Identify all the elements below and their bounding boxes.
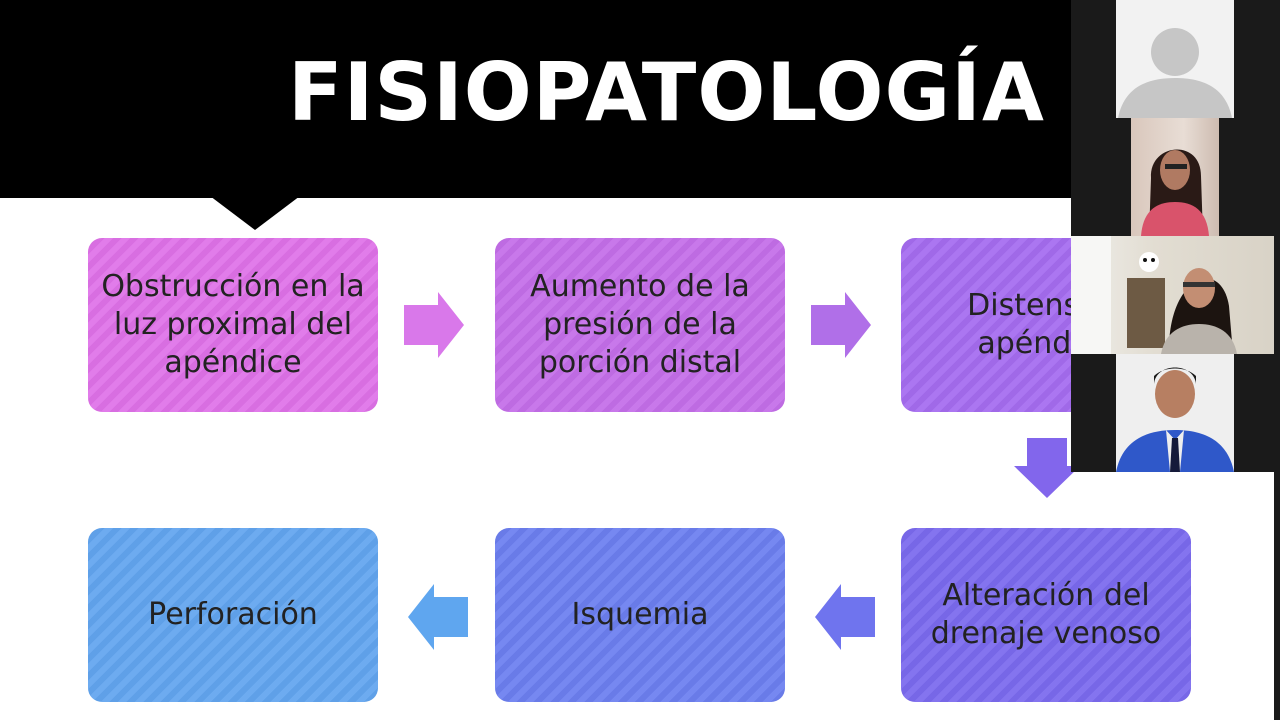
arrow-left-icon — [815, 584, 875, 650]
step-label: Perforación — [148, 597, 318, 632]
participant-video-1[interactable] — [1131, 118, 1219, 236]
arrow-left-icon — [408, 584, 468, 650]
step-perforacion: Perforación — [88, 528, 378, 702]
participant-video-3[interactable] — [1116, 354, 1234, 472]
screen-edge — [1274, 0, 1280, 720]
step-label: Isquemia — [571, 597, 709, 632]
title-banner — [0, 0, 1280, 198]
participant-video-2[interactable] — [1071, 236, 1280, 354]
slide-title: FISIOPATOLOGÍA — [288, 46, 1045, 139]
person-silhouette-icon — [1141, 149, 1209, 236]
step-alteracion-drenaje: Alteración del drenaje venoso — [901, 528, 1191, 702]
step-aumento-presion: Aumento de la presión de la porción dist… — [495, 238, 785, 412]
user-avatar-icon — [1118, 28, 1232, 118]
person-silhouette-icon — [1116, 367, 1234, 472]
arrow-down-icon — [1014, 438, 1080, 498]
video-call-panel — [1071, 0, 1280, 472]
arrow-right-icon — [404, 292, 464, 358]
banner-pointer — [210, 196, 300, 230]
step-obstruccion: Obstrucción en la luz proximal del apénd… — [88, 238, 378, 412]
arrow-right-icon — [811, 292, 871, 358]
step-label: Aumento de la presión de la porción dist… — [530, 269, 750, 380]
participant-tile-avatar[interactable] — [1116, 0, 1234, 118]
step-label: Obstrucción en la luz proximal del apénd… — [101, 269, 365, 380]
person-silhouette-icon — [1071, 236, 1237, 354]
step-isquemia: Isquemia — [495, 528, 785, 702]
step-label: Alteración del drenaje venoso — [930, 578, 1162, 651]
